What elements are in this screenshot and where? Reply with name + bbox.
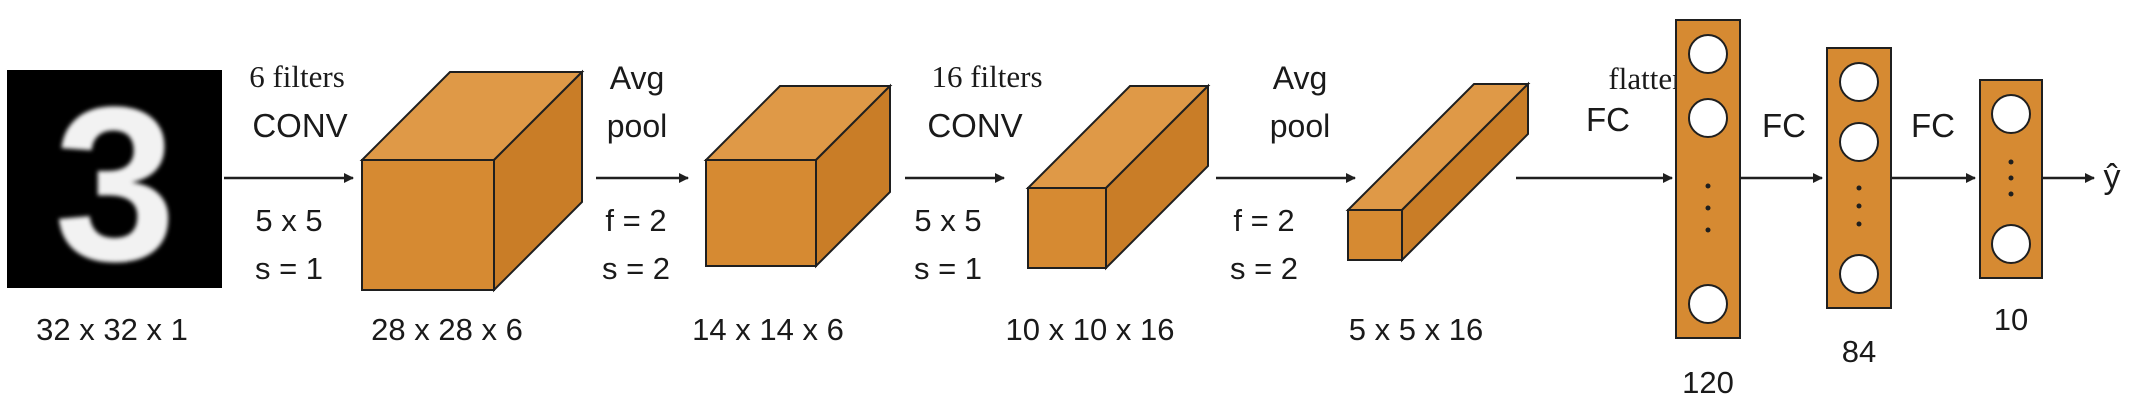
stage-5-op-label: FC (1586, 101, 1630, 138)
ellipsis-dot (1856, 203, 1862, 209)
stage-2-op-label-top: Avg (610, 60, 665, 96)
ellipsis-dot (1856, 221, 1862, 227)
output-y-hat: ŷ (2104, 158, 2121, 196)
input-dims-label: 32 x 32 x 1 (36, 312, 188, 347)
ellipsis-dot (1856, 185, 1862, 191)
fc-120-units-label: 120 (1682, 365, 1734, 400)
volume-5x5x16 (1345, 81, 1531, 263)
neuron-node (1688, 284, 1728, 324)
stage-4-op-label-top: Avg (1273, 60, 1328, 96)
neuron-node (1688, 98, 1728, 138)
ellipsis-dot (2008, 191, 2014, 197)
volume-10x10x16 (1025, 83, 1211, 271)
volume-3-front-face (1027, 187, 1107, 269)
stage-avgpool-1: Avg pool f = 2 s = 2 (602, 60, 670, 286)
volume-1-front-face (361, 159, 495, 291)
fc-layer-84 (1826, 47, 1892, 309)
volume-3-dims-label: 10 x 10 x 16 (1006, 312, 1175, 347)
input-image: 3 (7, 61, 222, 307)
neuron-node (1991, 224, 2031, 264)
volume-1-dims-label: 28 x 28 x 6 (371, 312, 523, 347)
volume-2-front-face (705, 159, 817, 267)
fc-layer-10 (1979, 79, 2043, 279)
ellipsis-dot (1705, 183, 1711, 189)
stage-avgpool-2: Avg pool f = 2 s = 2 (1230, 60, 1330, 286)
volume-2-dims-label: 14 x 14 x 6 (692, 312, 844, 347)
volume-4-dims-label: 5 x 5 x 16 (1349, 312, 1483, 347)
ellipsis-dot (1705, 227, 1711, 233)
input-image-background (7, 70, 222, 288)
stage-3-op-label: CONV (927, 107, 1022, 144)
stage-5-flatten-label: flatten (1608, 61, 1688, 96)
stage-1-op-label: CONV (252, 107, 347, 144)
fc-10-units-label: 10 (1994, 302, 2028, 337)
stage-7-op-label: FC (1911, 107, 1955, 144)
neuron-node (1688, 34, 1728, 74)
ellipsis-dot (2008, 175, 2014, 181)
ellipsis-dot (1705, 205, 1711, 211)
stage-1-filters-label: 6 filters (249, 59, 345, 94)
stage-1-kernel-label: 5 x 5 (255, 203, 322, 238)
stage-3-filters-label: 16 filters (931, 59, 1042, 94)
stage-2-filter-label: f = 2 (605, 203, 666, 238)
stage-1-stride-label: s = 1 (255, 251, 323, 286)
neuron-node (1839, 122, 1879, 162)
neuron-node (1991, 94, 2031, 134)
stage-4-op-label-bottom: pool (1270, 108, 1331, 144)
neuron-node (1839, 254, 1879, 294)
volume-4-front-face (1347, 209, 1403, 261)
stage-flatten-fc: flatten FC (1586, 61, 1688, 138)
stage-conv-2: 16 filters CONV 5 x 5 s = 1 (914, 59, 1043, 286)
stage-2-stride-label: s = 2 (602, 251, 670, 286)
volume-14x14x6 (703, 83, 893, 269)
stage-4-filter-label: f = 2 (1233, 203, 1294, 238)
stage-3-kernel-label: 5 x 5 (914, 203, 981, 238)
ellipsis-dot (2008, 159, 2014, 165)
volume-28x28x6 (359, 69, 585, 293)
input-digit: 3 (54, 61, 176, 307)
stage-conv-1: 6 filters CONV 5 x 5 s = 1 (249, 59, 347, 286)
stage-3-stride-label: s = 1 (914, 251, 982, 286)
stage-4-stride-label: s = 2 (1230, 251, 1298, 286)
stage-6-op-label: FC (1762, 107, 1806, 144)
stage-2-op-label-bottom: pool (607, 108, 668, 144)
neuron-node (1839, 62, 1879, 102)
fc-layer-120 (1675, 19, 1741, 339)
fc-84-units-label: 84 (1842, 334, 1876, 369)
